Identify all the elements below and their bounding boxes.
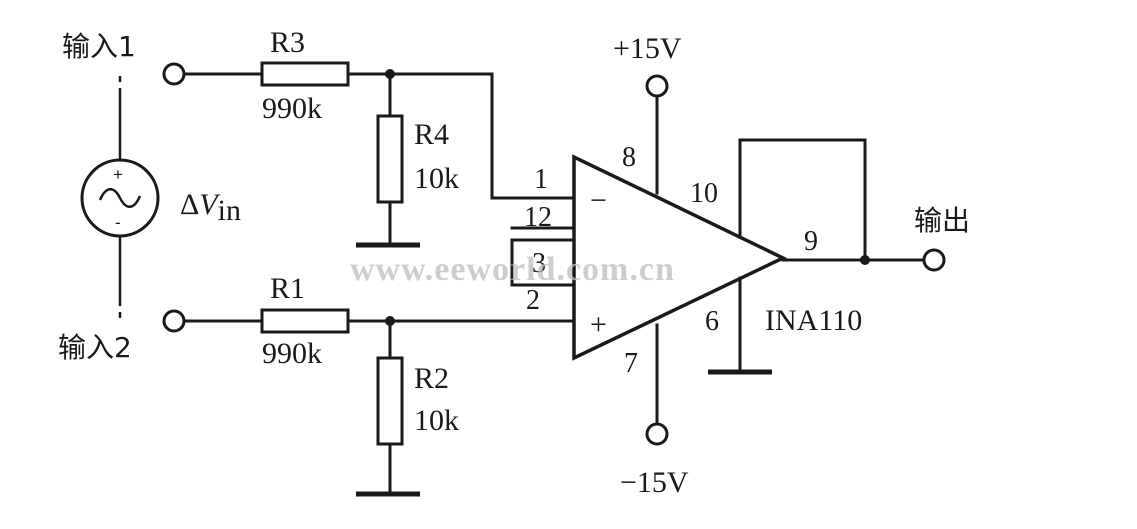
v-symbol: V — [199, 188, 221, 221]
delta-vin-label: ΔVin — [180, 188, 241, 227]
ina110-amplifier — [572, 154, 788, 361]
amp-plus-sign: + — [590, 308, 607, 341]
pin10-label: 10 — [690, 178, 718, 209]
r3-value: 990k — [262, 92, 322, 125]
source-minus: - — [115, 213, 121, 232]
wire-pin3-loop — [510, 238, 576, 287]
amp-minus-sign: − — [590, 184, 607, 217]
pin7-label: 7 — [624, 348, 638, 379]
watermark-text: www.eeworld.com.cn — [350, 251, 675, 288]
r1-name: R1 — [270, 272, 305, 305]
pin3-label: 3 — [532, 248, 546, 279]
input2-label: 输入2 — [58, 331, 132, 364]
r3-name: R3 — [270, 26, 305, 59]
source-plus: + — [113, 165, 123, 184]
pin12-label: 12 — [524, 202, 552, 233]
r4-value: 10k — [414, 162, 459, 195]
junction-output — [860, 255, 870, 265]
v-subscript: in — [218, 194, 241, 227]
part-number-label: INA110 — [765, 304, 862, 337]
r1-value: 990k — [262, 337, 322, 370]
input1-terminal[interactable] — [162, 62, 186, 86]
output-terminal[interactable] — [922, 248, 946, 272]
delta-symbol: Δ — [180, 188, 199, 221]
pin6-label: 6 — [705, 306, 719, 337]
r2-name: R2 — [414, 362, 449, 395]
pin9-label: 9 — [804, 226, 818, 257]
resistor-r1 — [260, 308, 350, 334]
resistor-r2 — [376, 356, 404, 446]
pin1-label: 1 — [534, 164, 548, 195]
input1-label: 输入1 — [62, 30, 136, 63]
negative-supply-terminal[interactable] — [645, 422, 669, 446]
r2-value: 10k — [414, 404, 459, 437]
negative-supply-label: −15V — [620, 466, 689, 499]
pin8-label: 8 — [622, 142, 636, 173]
wire-pin10-feedback — [738, 138, 867, 262]
resistor-r3 — [260, 61, 350, 87]
positive-supply-terminal[interactable] — [645, 74, 669, 98]
input2-terminal[interactable] — [162, 309, 186, 333]
sine-wave-icon — [98, 188, 142, 208]
r4-name: R4 — [414, 118, 449, 151]
resistor-r4 — [376, 114, 404, 204]
output-label: 输出 — [914, 204, 970, 237]
wire-r3-pin1 — [346, 72, 576, 200]
pin2-label: 2 — [526, 285, 540, 316]
positive-supply-label: +15V — [613, 32, 682, 65]
